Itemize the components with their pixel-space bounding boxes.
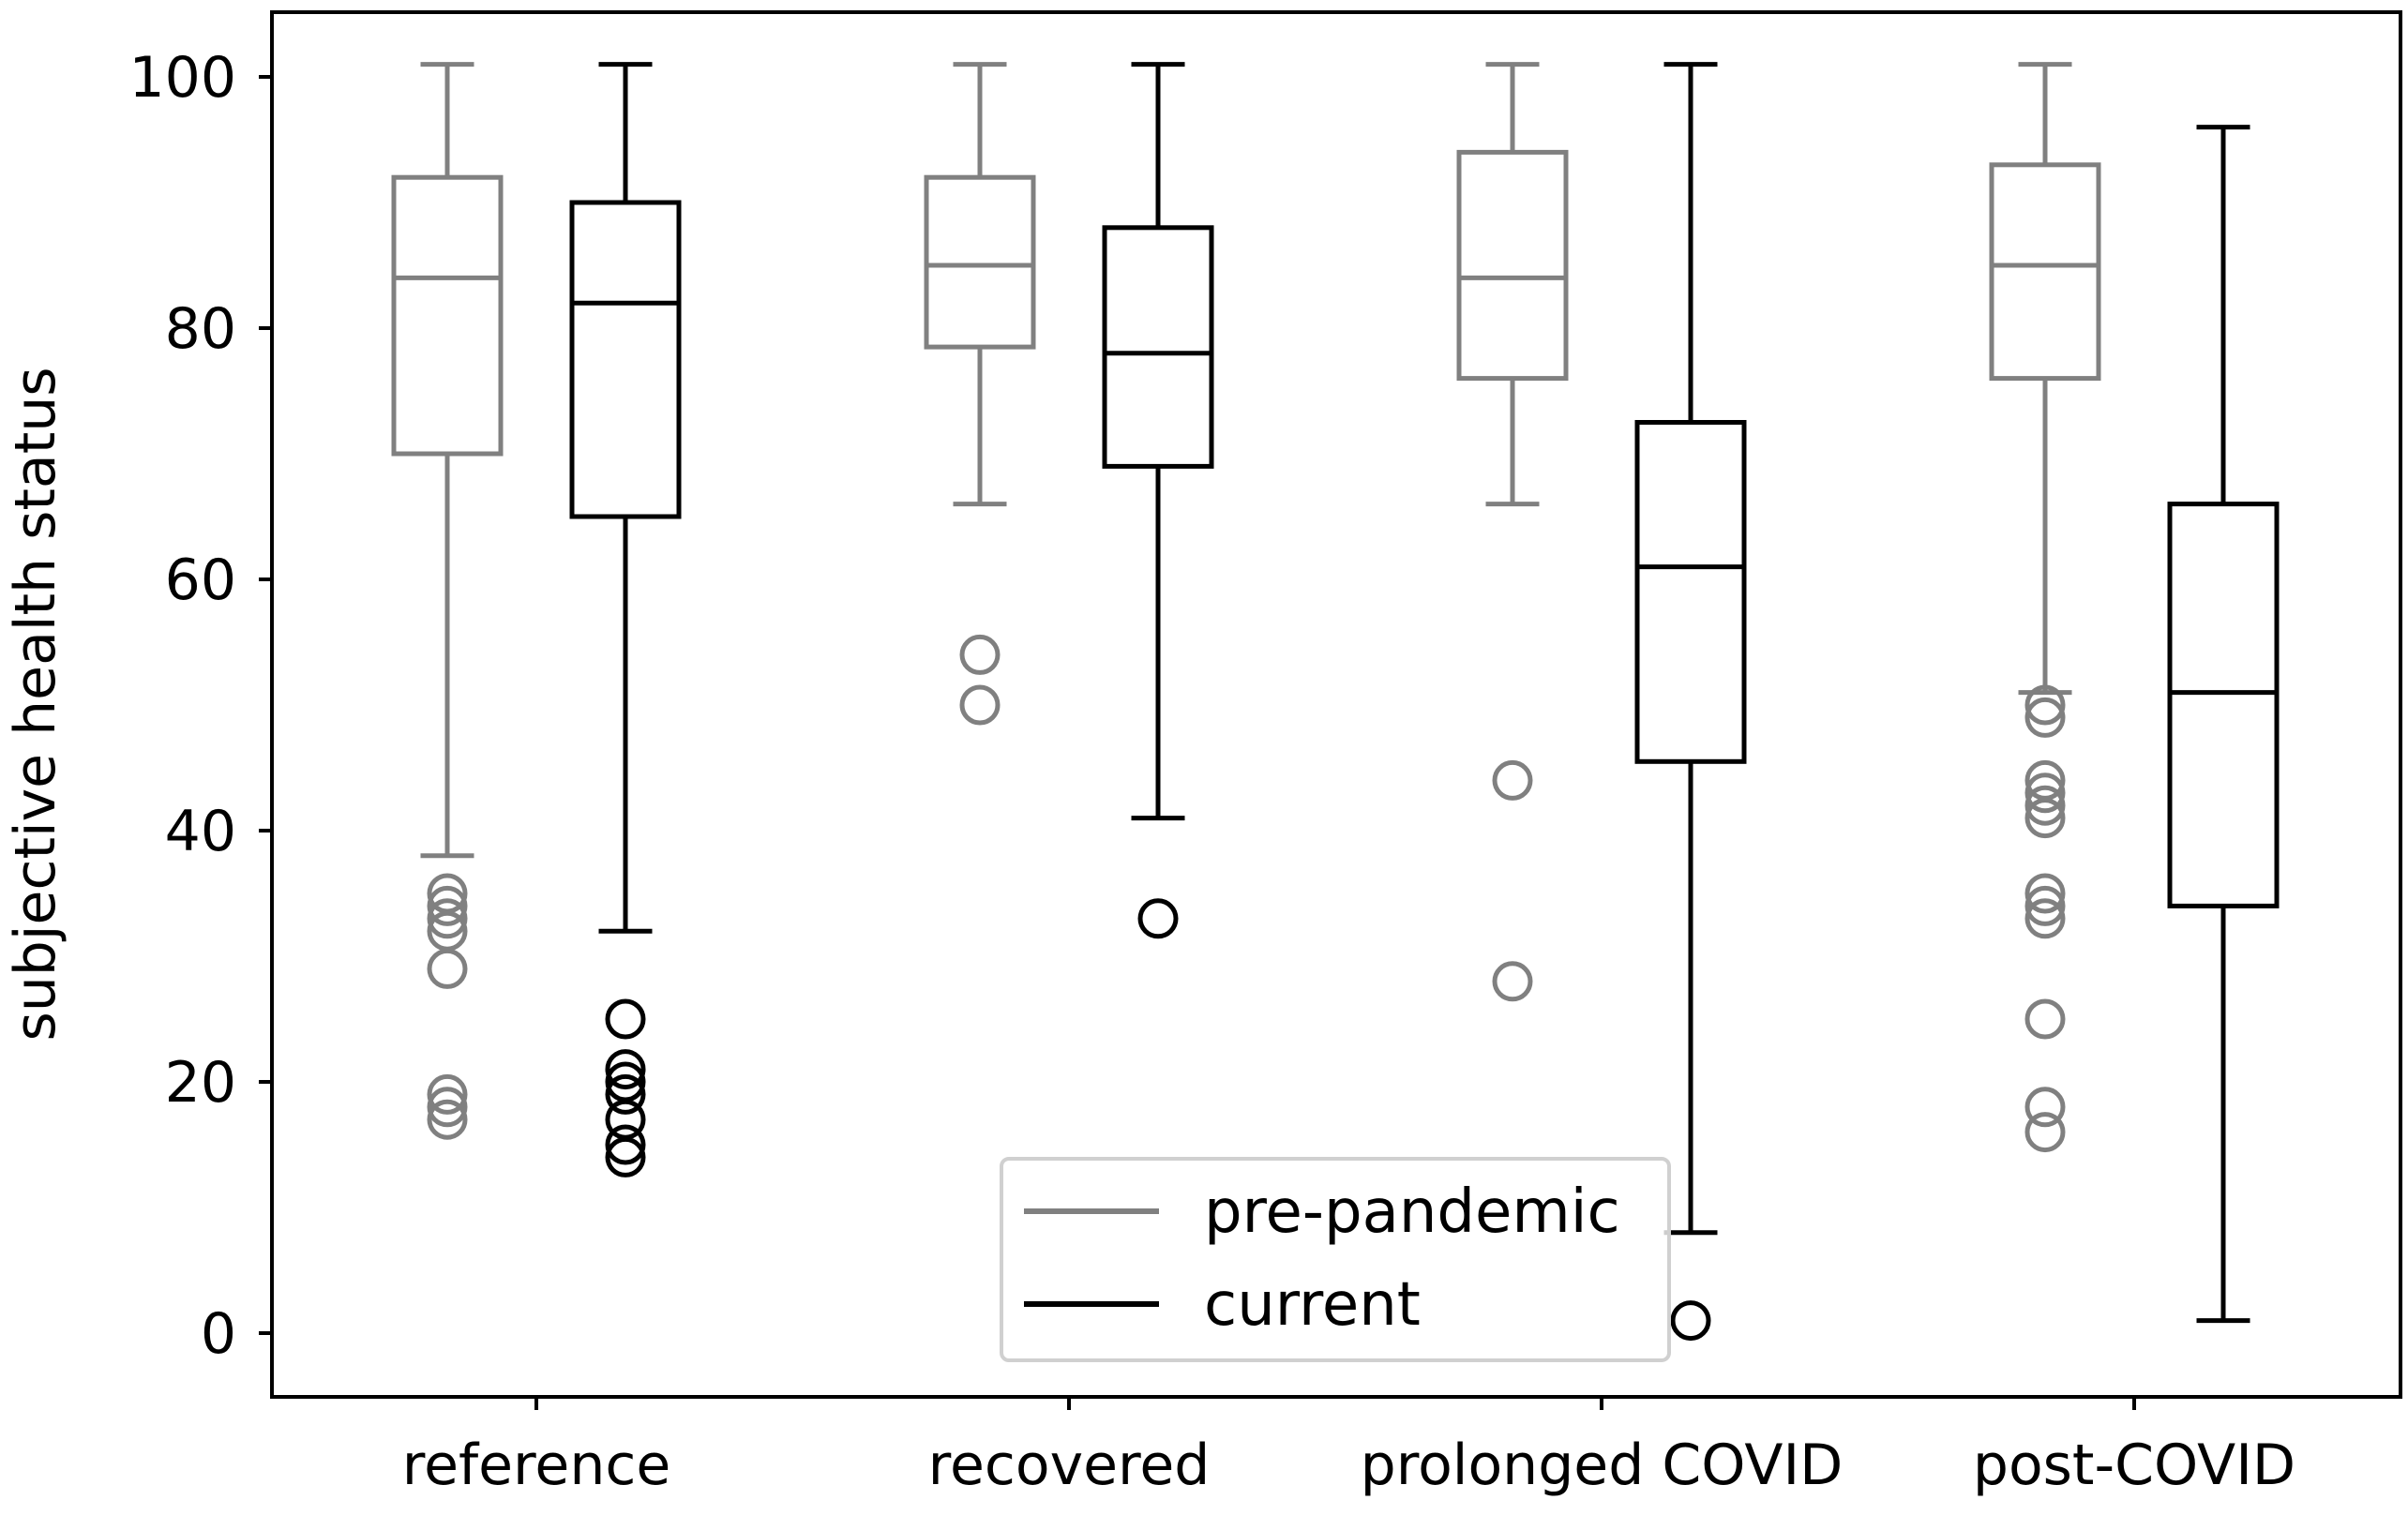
outlier-point	[2024, 1087, 2066, 1128]
y-tick-label: 80	[165, 296, 236, 362]
outlier-point	[959, 634, 1001, 675]
box-body	[391, 174, 504, 457]
x-tick-label: post-COVID	[1973, 1432, 2295, 1498]
outlier-point	[605, 998, 646, 1040]
outlier-point	[605, 1049, 646, 1090]
outlier-point	[2024, 772, 2066, 814]
outlier-point	[2024, 885, 2066, 926]
outlier-point	[427, 948, 468, 989]
outlier-point	[2024, 798, 2066, 839]
y-tick-label: 20	[165, 1050, 236, 1116]
box-current-recovered	[1102, 62, 1214, 939]
outlier-point	[2024, 697, 2066, 738]
box-body	[1456, 149, 1569, 382]
y-tick-label: 100	[128, 45, 236, 111]
x-tick-label: prolonged COVID	[1361, 1432, 1844, 1498]
box-body	[569, 200, 682, 519]
legend-frame	[1000, 1157, 1671, 1362]
x-axis: reference recovered prolonged COVID post-CO…	[402, 1397, 2295, 1498]
box-body	[1102, 225, 1214, 469]
outlier-point	[605, 1136, 646, 1178]
outlier-point	[605, 1124, 646, 1165]
legend-label-current: current	[1204, 1270, 1421, 1340]
outlier-point	[2024, 684, 2066, 726]
legend: pre-pandemic current	[1000, 1157, 1671, 1362]
y-tick-label: 60	[165, 548, 236, 613]
outlier-point	[427, 898, 468, 939]
outlier-point	[427, 1073, 468, 1115]
x-tick-label: reference	[402, 1432, 671, 1498]
y-tick-label: 40	[165, 799, 236, 864]
outlier-point	[427, 1087, 468, 1128]
box-pre-pandemic-reference	[391, 62, 504, 1140]
outlier-point	[2024, 873, 2066, 914]
box-pre-pandemic-recovered	[924, 62, 1036, 726]
box-pre-pandemic-post-covid	[1989, 62, 2101, 1153]
box-body	[2167, 502, 2280, 908]
legend-label-pre-pandemic: pre-pandemic	[1204, 1178, 1620, 1247]
x-tick-label: recovered	[928, 1432, 1211, 1498]
outlier-point	[1137, 898, 1179, 939]
box-pre-pandemic-prolonged-covid	[1456, 62, 1569, 1002]
box-current-prolonged-covid	[1634, 62, 1747, 1342]
y-axis-label: subjective health status	[3, 367, 68, 1041]
outlier-point	[1670, 1300, 1711, 1342]
box-body	[1634, 420, 1747, 764]
outlier-point	[1492, 961, 1533, 1002]
y-tick-label: 0	[201, 1301, 236, 1367]
outlier-point	[427, 885, 468, 926]
outlier-point	[959, 684, 1001, 726]
chart-marks	[391, 62, 2280, 1342]
outlier-point	[2024, 898, 2066, 939]
plot-frame	[270, 10, 2402, 1399]
outlier-point	[2024, 998, 2066, 1040]
outlier-point	[427, 1099, 468, 1140]
box-body	[924, 174, 1036, 350]
outlier-point	[605, 1073, 646, 1115]
box-body	[1989, 162, 2101, 382]
outlier-point	[2024, 1112, 2066, 1153]
box-current-post-covid	[2167, 125, 2280, 1324]
outlier-point	[2024, 785, 2066, 826]
box-current-reference	[569, 62, 682, 1178]
y-axis: 0 20 40 60 80 100	[128, 45, 272, 1367]
outlier-point	[1492, 759, 1533, 801]
